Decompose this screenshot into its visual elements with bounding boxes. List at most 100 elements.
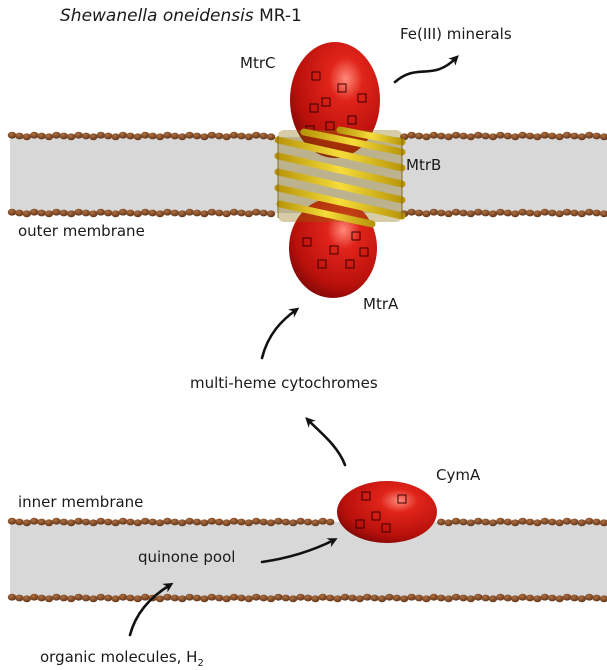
lipid-bead (437, 133, 445, 140)
lipid-bead (511, 519, 519, 526)
lipid-bead (415, 133, 423, 140)
lipid-bead (555, 519, 563, 526)
diagram-title: Shewanella oneidensis MR-1 (60, 8, 302, 25)
lipid-bead (444, 133, 452, 140)
lipid-bead (178, 210, 186, 217)
arrow-to-mtra (262, 310, 296, 358)
lipid-bead (37, 595, 45, 602)
lipid-bead (437, 210, 445, 217)
lipid-bead (585, 594, 593, 601)
lipid-bead (193, 595, 201, 602)
lipid-bead (156, 595, 164, 602)
lipid-bead (97, 594, 105, 601)
label-quinone-pool: quinone pool (138, 550, 235, 565)
lipid-bead (119, 518, 127, 525)
lipid-bead (30, 594, 38, 601)
lipid-bead (163, 209, 171, 216)
lipid-bead (215, 210, 223, 217)
lipid-bead (104, 595, 112, 602)
lipid-bead (97, 209, 105, 216)
lipid-bead (474, 594, 482, 601)
lipid-bead (430, 594, 438, 601)
lipid-bead (8, 518, 16, 525)
lipid-bead (393, 595, 401, 602)
lipid-bead (563, 132, 571, 139)
lipid-bead (259, 133, 267, 140)
lipid-bead (111, 519, 119, 526)
organic-subscript: 2 (197, 658, 203, 669)
lipid-bead (407, 132, 415, 139)
lipid-bead (274, 518, 282, 525)
lipid-bead (267, 210, 275, 217)
lipid-bead (141, 132, 149, 139)
lipid-bead (67, 210, 75, 217)
lipid-bead (296, 594, 304, 601)
lipid-bead (60, 133, 68, 140)
lipid-bead (496, 132, 504, 139)
lipid-bead (222, 210, 230, 217)
lipid-bead (518, 594, 526, 601)
lipid-bead (319, 594, 327, 601)
lipid-bead (104, 133, 112, 140)
lipid-bead (185, 518, 193, 525)
lipid-bead (592, 595, 600, 602)
lipid-bead (333, 595, 341, 602)
lipid-bead (444, 210, 452, 217)
lipid-bead (23, 519, 31, 526)
lipid-bead (67, 133, 75, 140)
lipid-bead (193, 210, 201, 217)
lipid-bead (452, 132, 460, 139)
lipid-bead (52, 594, 60, 601)
lipid-bead (156, 133, 164, 140)
lipid-bead (267, 595, 275, 602)
lipid-bead (541, 594, 549, 601)
lipid-bead (385, 594, 393, 601)
lipid-bead (459, 595, 467, 602)
lipid-bead (52, 132, 60, 139)
lipid-bead (548, 210, 556, 217)
lipid-bead (585, 209, 593, 216)
lipid-bead (156, 519, 164, 526)
lipid-bead (171, 519, 179, 526)
lipid-bead (237, 519, 245, 526)
lipid-bead (222, 519, 230, 526)
label-multiheme: multi-heme cytochromes (190, 376, 378, 391)
lipid-bead (89, 595, 97, 602)
lipid-bead (230, 594, 238, 601)
lipid-bead (104, 210, 112, 217)
lipid-bead (452, 594, 460, 601)
lipid-bead (237, 595, 245, 602)
lipid-bead (570, 595, 578, 602)
mtrb-barrel (278, 130, 402, 224)
lipid-bead (134, 595, 142, 602)
lipid-bead (533, 519, 541, 526)
lipid-bead (208, 594, 216, 601)
lipid-bead (437, 595, 445, 602)
lipid-bead (37, 519, 45, 526)
lipid-bead (533, 595, 541, 602)
lipid-bead (230, 518, 238, 525)
lipid-bead (415, 595, 423, 602)
label-inner-membrane: inner membrane (18, 495, 143, 510)
lipid-bead (15, 519, 23, 526)
lipid-bead (496, 209, 504, 216)
lipid-bead (267, 133, 275, 140)
organic-text: organic molecules, H (40, 648, 197, 666)
lipid-bead (126, 595, 134, 602)
lipid-bead (8, 209, 16, 216)
lipid-bead (141, 209, 149, 216)
lipid-bead (259, 595, 267, 602)
organism-name: Shewanella oneidensis (60, 6, 254, 26)
lipid-bead (193, 519, 201, 526)
lipid-bead (430, 209, 438, 216)
lipid-bead (148, 519, 156, 526)
lipid-bead (245, 133, 253, 140)
lipid-bead (481, 519, 489, 526)
lipid-bead (222, 595, 230, 602)
lipid-bead (141, 594, 149, 601)
lipid-bead (511, 133, 519, 140)
lipid-bead (82, 210, 90, 217)
lipid-bead (171, 210, 179, 217)
lipid-bead (82, 519, 90, 526)
lipid-bead (245, 210, 253, 217)
